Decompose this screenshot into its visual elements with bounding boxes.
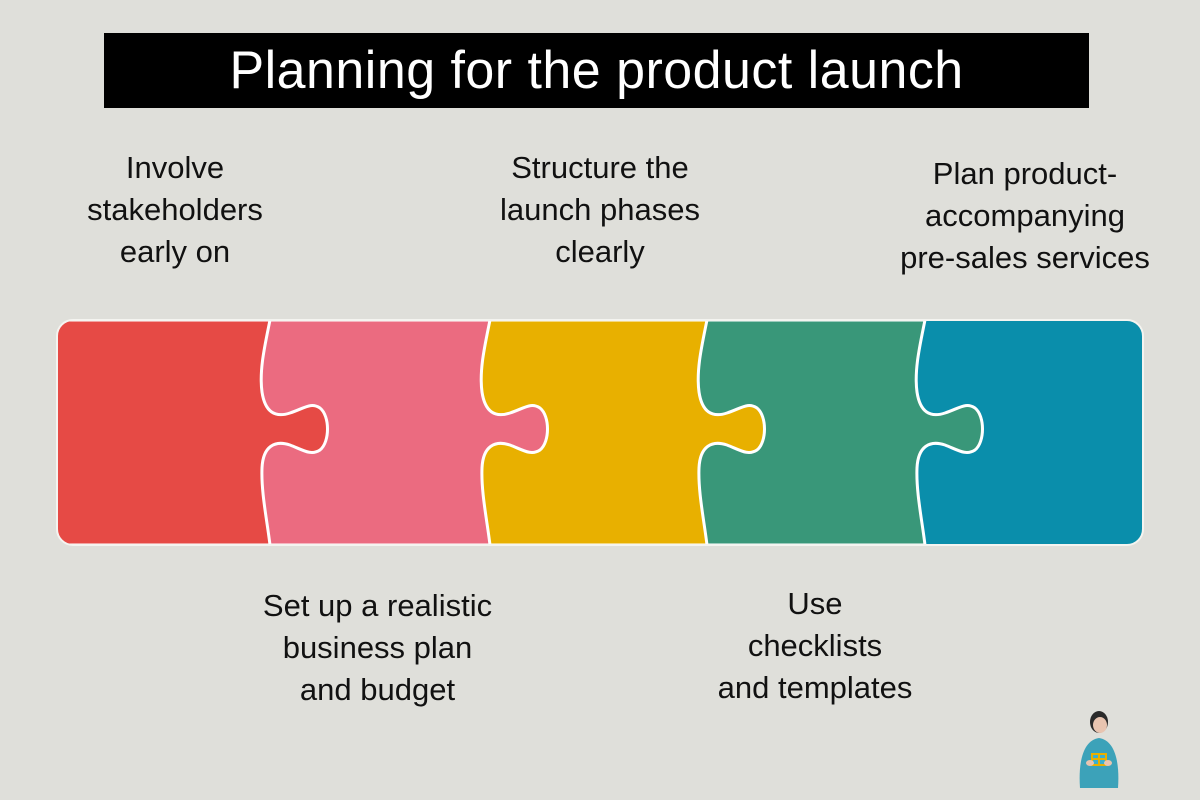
step-label-structure-phases: Structure the launch phases clearly bbox=[500, 150, 700, 269]
title-banner: Planning for the product launch bbox=[104, 33, 1089, 108]
puzzle-piece-1 bbox=[57, 320, 329, 545]
page-title: Planning for the product launch bbox=[229, 41, 964, 100]
step-label-involve-stakeholders: Involve stakeholders early on bbox=[87, 150, 263, 269]
step-label-checklists: Use checklists and templates bbox=[717, 586, 913, 705]
woman-holding-gift-illustration bbox=[1079, 711, 1119, 788]
step-label-business-plan: Set up a realistic business plan and bud… bbox=[262, 588, 493, 707]
step-label-pre-sales-services: Plan product- accompanying pre-sales ser… bbox=[900, 156, 1150, 275]
